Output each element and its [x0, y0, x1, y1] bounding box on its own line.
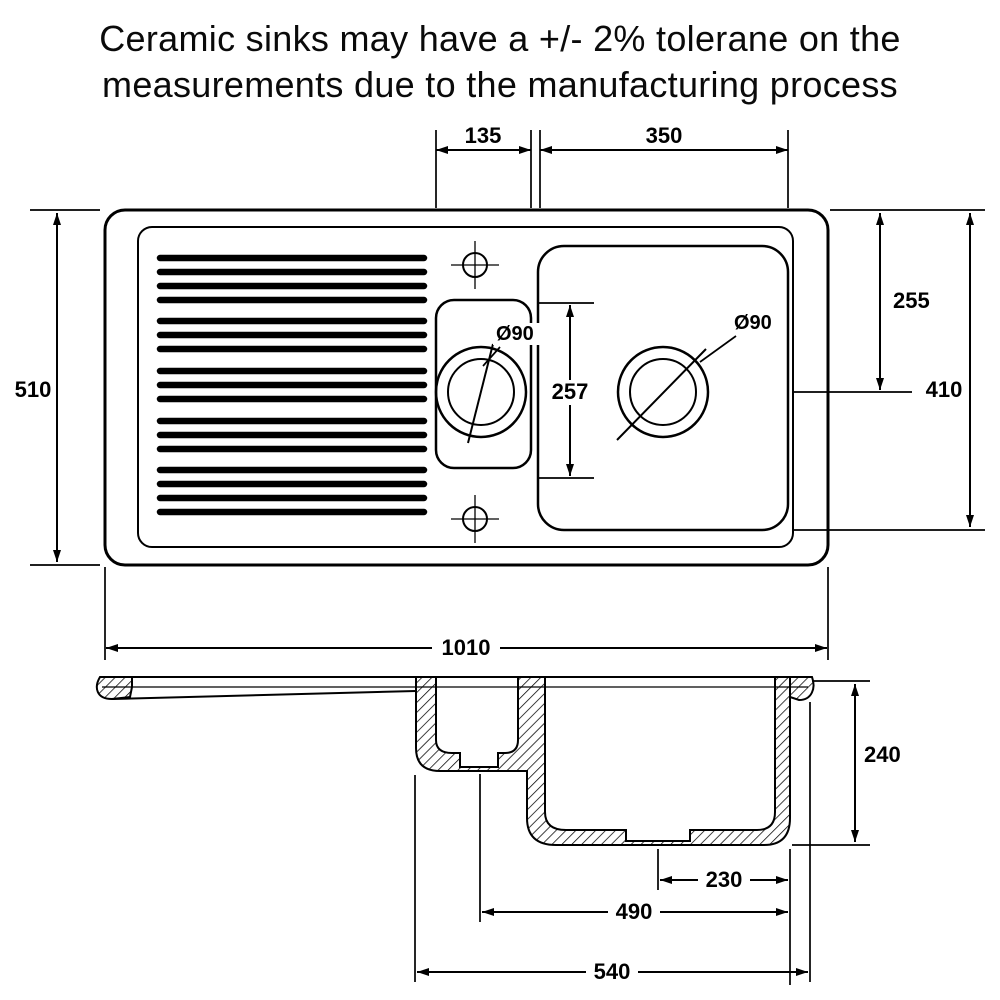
dim-540-label: 540	[594, 959, 631, 984]
dim-overall-depth: 510	[15, 209, 100, 566]
tap-hole-top	[451, 241, 499, 289]
right-lip-section	[789, 676, 815, 702]
dim-230-label: 230	[706, 867, 743, 892]
dim-1010-label: 1010	[442, 635, 491, 660]
drain-left-callout: Ø90	[482, 323, 543, 367]
sink-rim-outline	[137, 226, 794, 548]
left-lip-section	[95, 676, 133, 701]
dim-490-label: 490	[616, 899, 653, 924]
drainer-ridges	[156, 254, 428, 516]
dim-overall-width: 1010	[104, 567, 829, 660]
dim-small-bowl-width: 135	[435, 123, 532, 208]
dim-large-bowl-width: 350	[539, 123, 789, 208]
dim-410-label: 410	[926, 377, 963, 402]
drain-right-callout: Ø90	[699, 312, 781, 363]
bowls-ceramic-section	[415, 676, 791, 846]
tap-hole-bottom	[451, 495, 499, 543]
large-bowl-drain	[616, 345, 710, 441]
dim-bowl-unit-width: 540	[414, 702, 811, 984]
dim-right-side: 255 410	[793, 209, 985, 531]
dim-drain-span: 490	[479, 774, 788, 924]
dim-255-label: 255	[893, 288, 930, 313]
dim-drain-to-edge: 230	[657, 849, 791, 985]
dim-240-label: 240	[864, 742, 901, 767]
plan-view: 135 350 510 255 410	[15, 123, 985, 660]
dim-257-label: 257	[552, 379, 589, 404]
large-bowl-outline	[536, 244, 790, 532]
tolerance-note-line1: Ceramic sinks may have a +/- 2% tolerane…	[99, 18, 901, 59]
section-view: 240 230 490 540	[95, 676, 901, 985]
tolerance-note: Ceramic sinks may have a +/- 2% tolerane…	[0, 16, 1000, 108]
dim-135-label: 135	[465, 123, 502, 148]
drain-left-diameter-label: Ø90	[496, 323, 534, 345]
dim-350-label: 350	[646, 123, 683, 148]
dim-small-bowl-length: 257	[538, 302, 594, 479]
dim-510-label: 510	[15, 377, 52, 402]
drain-right-diameter-label: Ø90	[734, 312, 772, 334]
tolerance-note-line2: measurements due to the manufacturing pr…	[102, 64, 898, 106]
dim-bowl-depth: 240	[792, 680, 901, 846]
